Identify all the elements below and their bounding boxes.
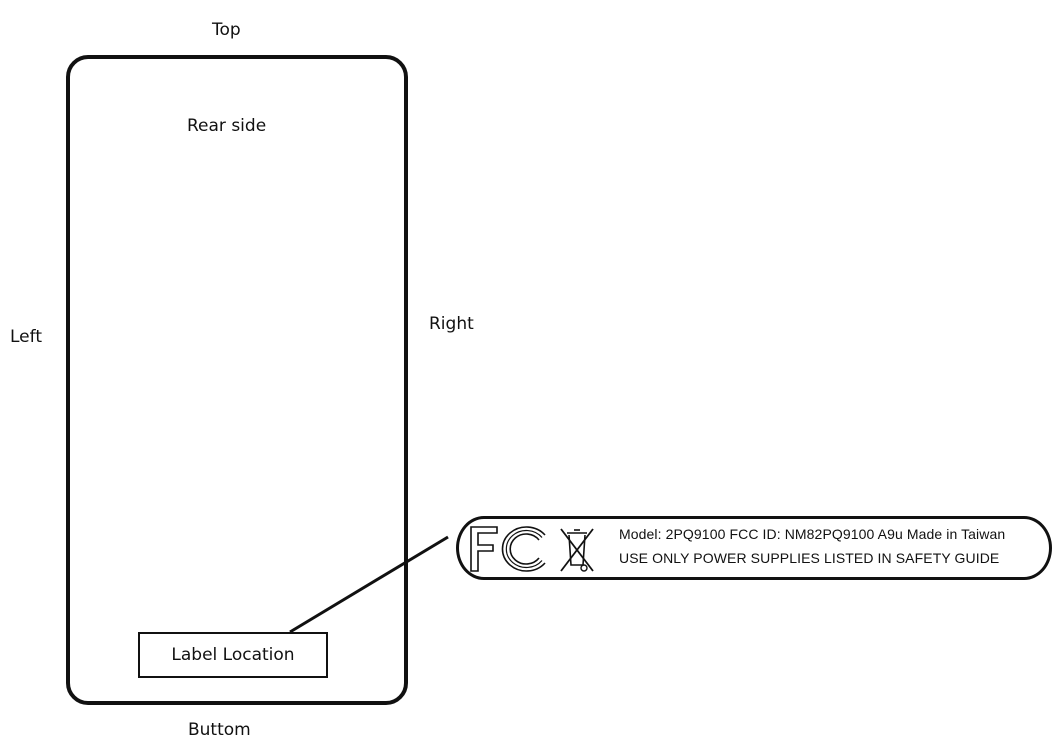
label-location-box: Label Location [138,632,328,678]
fcc-label: Model: 2PQ9100 FCC ID: NM82PQ9100 A9u Ma… [456,516,1052,580]
orientation-right-label: Right [429,314,474,334]
rear-side-label: Rear side [187,116,267,136]
orientation-left-label: Left [10,327,42,347]
fcc-power-warning-line: USE ONLY POWER SUPPLIES LISTED IN SAFETY… [619,550,1000,566]
fcc-model-line: Model: 2PQ9100 FCC ID: NM82PQ9100 A9u Ma… [619,526,1006,542]
label-location-text: Label Location [171,645,295,665]
fcc-logo-icon [470,526,546,572]
crossed-out-wheelie-bin-icon [560,528,594,572]
device-outline [66,55,408,705]
orientation-top-label: Top [212,20,241,40]
orientation-bottom-label: Buttom [188,720,251,740]
